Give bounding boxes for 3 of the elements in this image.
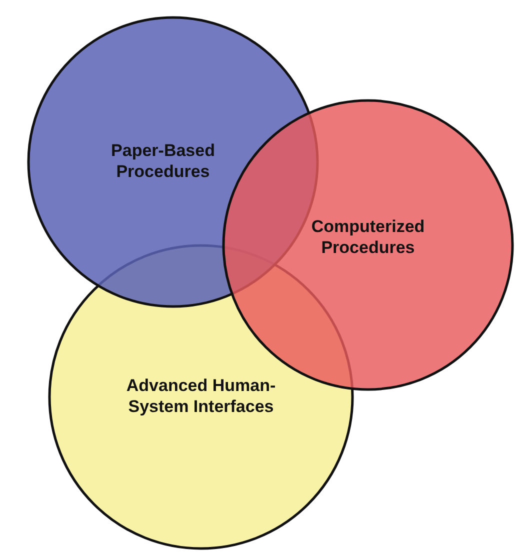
circle-label: Paper-Based Procedures bbox=[110, 140, 216, 182]
circle-label: Computerized Procedures bbox=[310, 216, 426, 258]
circle-label: Advanced Human-System Interfaces bbox=[125, 375, 277, 417]
